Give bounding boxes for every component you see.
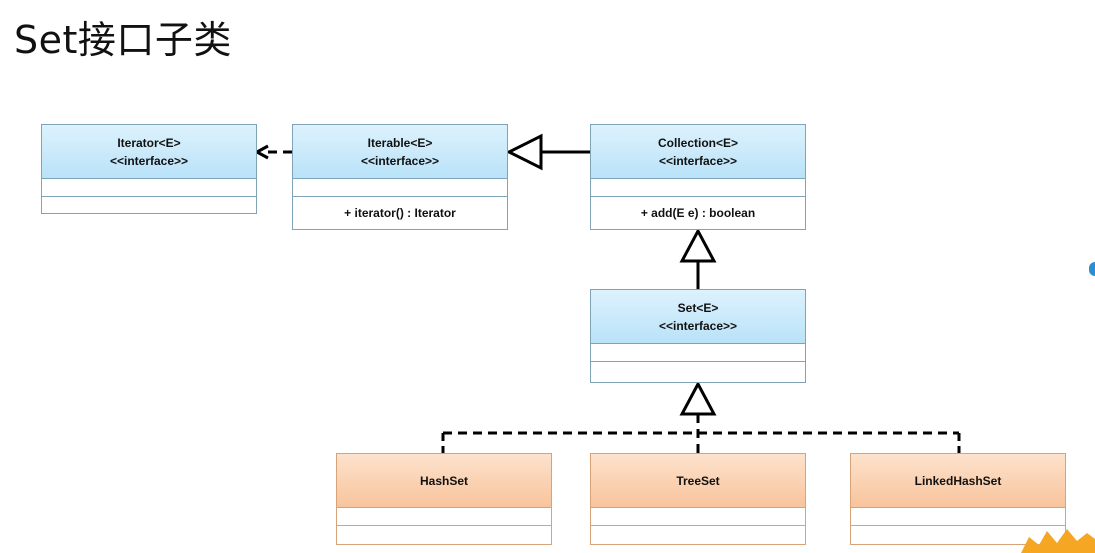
generalization-set-to-collection xyxy=(679,227,717,289)
iterable-header: Iterable<E> <<interface>> xyxy=(293,125,507,179)
hashset-methods xyxy=(337,526,551,544)
collection-attributes xyxy=(591,179,805,197)
collection-name: Collection<E> xyxy=(657,135,739,150)
iterator-name: Iterator<E> xyxy=(117,135,181,150)
dependency-iterable-to-iterator xyxy=(253,144,292,160)
treeset-name: TreeSet xyxy=(676,473,720,488)
iterator-interface-box: Iterator<E> <<interface>> xyxy=(41,124,257,214)
treeset-methods xyxy=(591,526,805,544)
edge-blue-mark xyxy=(1089,262,1095,276)
iterator-header: Iterator<E> <<interface>> xyxy=(42,125,256,179)
collection-methods: + add(E e) : boolean xyxy=(591,197,805,229)
set-name: Set<E> xyxy=(677,300,719,315)
linkedhashset-class-box: LinkedHashSet xyxy=(850,453,1066,545)
set-attributes xyxy=(591,344,805,362)
hashset-name: HashSet xyxy=(419,473,469,488)
linkedhashset-header: LinkedHashSet xyxy=(851,454,1065,508)
collection-header: Collection<E> <<interface>> xyxy=(591,125,805,179)
iterator-methods xyxy=(42,197,256,213)
collection-method: + add(E e) : boolean xyxy=(640,206,756,220)
collection-interface-box: Collection<E> <<interface>> + add(E e) :… xyxy=(590,124,806,230)
hashset-attributes xyxy=(337,508,551,526)
iterable-methods: + iterator() : Iterator xyxy=(293,197,507,229)
set-methods xyxy=(591,362,805,382)
iterator-stereotype: <<interface>> xyxy=(109,153,189,168)
linkedhashset-attributes xyxy=(851,508,1065,526)
treeset-class-box: TreeSet xyxy=(590,453,806,545)
iterable-attributes xyxy=(293,179,507,197)
iterable-name: Iterable<E> xyxy=(367,135,433,150)
generalization-collection-to-iterable xyxy=(505,133,590,171)
set-stereotype: <<interface>> xyxy=(658,318,738,333)
linkedhashset-name: LinkedHashSet xyxy=(914,473,1002,488)
iterable-interface-box: Iterable<E> <<interface>> + iterator() :… xyxy=(292,124,508,230)
set-header: Set<E> <<interface>> xyxy=(591,290,805,344)
iterator-attributes xyxy=(42,179,256,197)
set-interface-box: Set<E> <<interface>> xyxy=(590,289,806,383)
treeset-header: TreeSet xyxy=(591,454,805,508)
iterable-stereotype: <<interface>> xyxy=(360,153,440,168)
hashset-header: HashSet xyxy=(337,454,551,508)
iterable-method: + iterator() : Iterator xyxy=(344,206,456,220)
hashset-class-box: HashSet xyxy=(336,453,552,545)
collection-stereotype: <<interface>> xyxy=(658,153,738,168)
page-title: Set接口子类 xyxy=(14,18,232,62)
corner-decoration-icon xyxy=(1021,529,1095,553)
treeset-attributes xyxy=(591,508,805,526)
realization-classes-to-set xyxy=(441,380,961,453)
